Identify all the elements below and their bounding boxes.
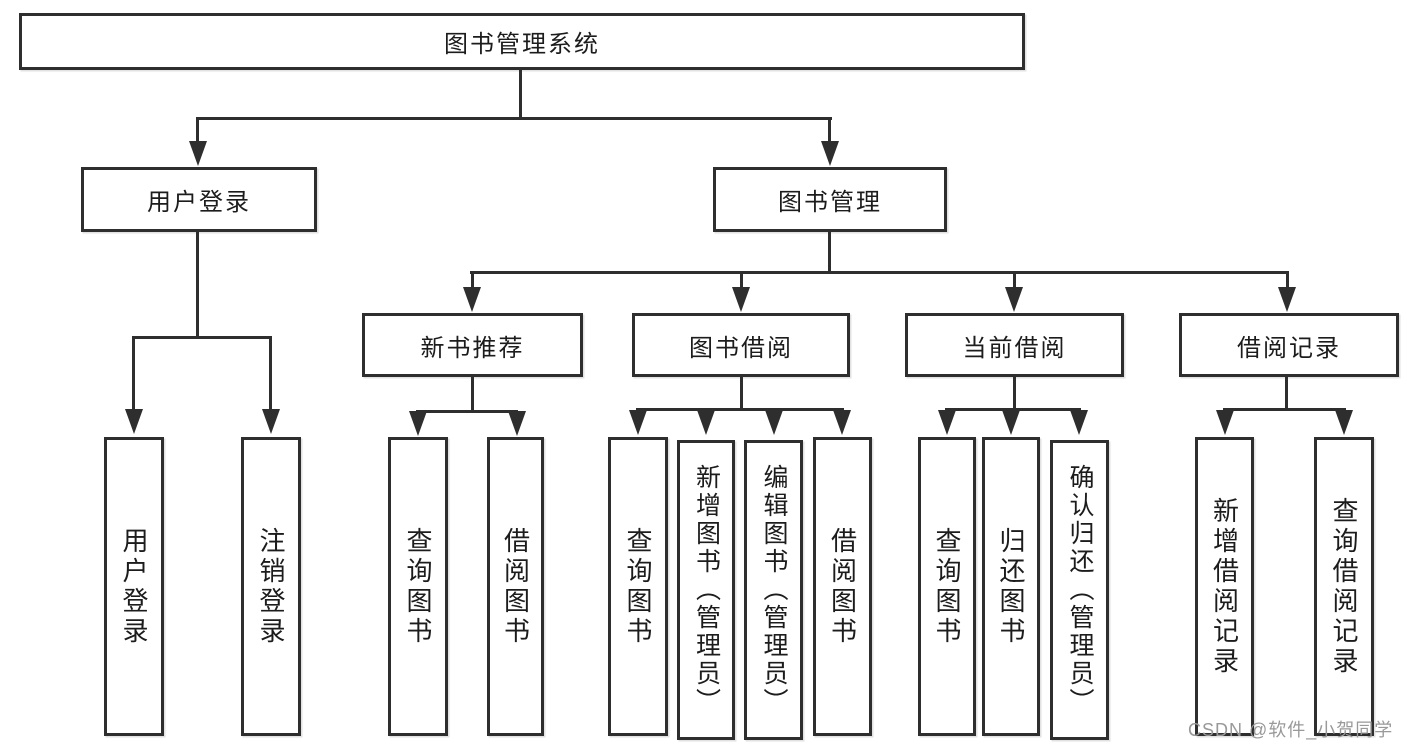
node-borrow-records: 借阅记录: [1179, 313, 1399, 377]
leaf-label: 用户登录: [119, 526, 149, 647]
arrowhead-down-icon: [938, 410, 956, 435]
leaf-logout: 注销登录: [241, 437, 301, 736]
connector-line: [740, 271, 743, 289]
arrowhead-down-icon: [508, 411, 526, 436]
group-label: 新书推荐: [420, 334, 525, 362]
leaf-borrow-books: 借阅图书: [487, 437, 544, 736]
arrowhead-down-icon: [1002, 410, 1020, 435]
leaf-query-books: 查询图书: [608, 437, 668, 736]
node-user-login-label: 用户登录: [147, 189, 251, 216]
connector-line: [828, 232, 831, 271]
arrowhead-down-icon: [697, 410, 715, 435]
group-label: 借阅记录: [1237, 334, 1341, 362]
connector-line: [471, 271, 474, 289]
leaf-label: 借阅图书: [500, 526, 531, 647]
connector-line: [1285, 377, 1288, 408]
connector-line: [1286, 271, 1289, 289]
leaf-query-borrow-record: 查询借阅记录: [1314, 437, 1374, 736]
leaf-confirm-return-admin: 确认归还（管理员）: [1050, 440, 1109, 740]
node-new-book-recommend: 新书推荐: [362, 313, 583, 377]
node-root: 图书管理系统: [19, 13, 1025, 70]
leaf-label: 查询图书: [623, 526, 653, 647]
connector-line: [132, 336, 135, 410]
leaf-label: 查询借阅记录: [1329, 496, 1359, 677]
arrowhead-down-icon: [732, 287, 750, 312]
node-book-management-label: 图书管理: [778, 189, 882, 216]
leaf-user-login: 用户登录: [104, 437, 164, 736]
arrowhead-down-icon: [262, 409, 280, 434]
arrowhead-down-icon: [629, 410, 647, 435]
leaf-query-books: 查询图书: [918, 437, 976, 736]
leaf-add-borrow-record: 新增借阅记录: [1195, 437, 1254, 736]
connector-line: [196, 232, 199, 336]
leaf-label: 注销登录: [256, 526, 286, 647]
arrowhead-down-icon: [1335, 410, 1353, 435]
node-user-login: 用户登录: [81, 167, 317, 232]
connector-line: [416, 410, 518, 413]
leaf-label: 查询图书: [403, 526, 433, 647]
connector-line: [740, 377, 743, 408]
leaf-label: 确认归还（管理员）: [1066, 464, 1094, 716]
leaf-label: 新增图书（管理员）: [692, 464, 721, 716]
leaf-add-book-admin: 新增图书（管理员）: [677, 440, 735, 740]
arrowhead-down-icon: [833, 410, 851, 435]
arrowhead-down-icon: [189, 141, 207, 166]
arrowhead-down-icon: [1070, 410, 1088, 435]
arrowhead-down-icon: [409, 411, 427, 436]
arrowhead-down-icon: [765, 410, 783, 435]
leaf-return-books: 归还图书: [982, 437, 1040, 736]
arrowhead-down-icon: [1216, 410, 1234, 435]
group-label: 当前借阅: [962, 334, 1067, 362]
connector-line: [945, 408, 1081, 411]
connector-line: [1013, 377, 1016, 408]
arrowhead-down-icon: [821, 141, 839, 166]
connector-line: [471, 377, 474, 410]
connector-line: [196, 117, 199, 145]
leaf-borrow-books: 借阅图书: [813, 437, 872, 736]
connector-line: [196, 117, 832, 120]
leaf-label: 新增借阅记录: [1209, 496, 1240, 677]
node-root-label: 图书管理系统: [444, 31, 600, 58]
node-current-borrow: 当前借阅: [905, 313, 1124, 377]
leaf-edit-book-admin: 编辑图书（管理员）: [744, 440, 803, 740]
group-label: 图书借阅: [689, 334, 793, 362]
connector-line: [1223, 408, 1346, 411]
connector-line: [519, 70, 522, 117]
arrowhead-down-icon: [463, 287, 481, 312]
leaf-label: 借阅图书: [827, 526, 858, 647]
leaf-label: 编辑图书（管理员）: [760, 464, 788, 716]
watermark: CSDN @软件_小贺同学: [1188, 720, 1394, 740]
connector-line: [636, 408, 844, 411]
node-book-management: 图书管理: [713, 167, 947, 232]
connector-line: [269, 336, 272, 410]
node-book-borrow: 图书借阅: [632, 313, 850, 377]
arrowhead-down-icon: [125, 409, 143, 434]
leaf-label: 归还图书: [996, 526, 1026, 647]
connector-line: [1013, 271, 1016, 289]
connector-line: [470, 271, 1289, 274]
leaf-query-books: 查询图书: [388, 437, 448, 736]
connector-line: [132, 336, 272, 339]
connector-line: [828, 117, 831, 145]
leaf-label: 查询图书: [932, 526, 962, 647]
arrowhead-down-icon: [1278, 287, 1296, 312]
arrowhead-down-icon: [1005, 287, 1023, 312]
